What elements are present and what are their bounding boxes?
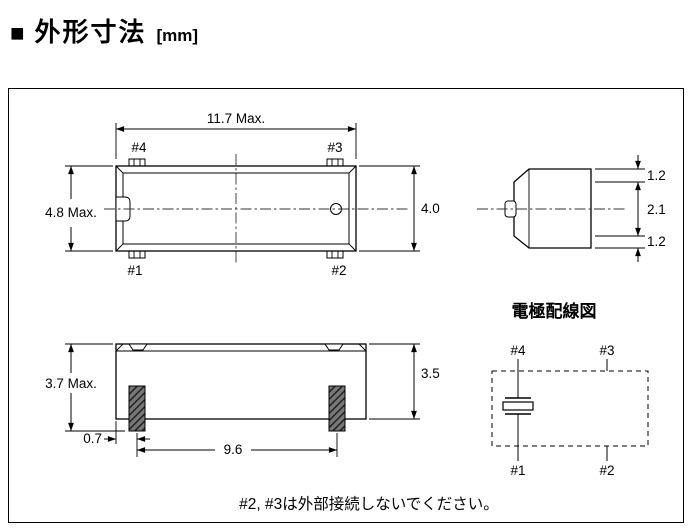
wiring-pin4-label: #4 (510, 343, 526, 358)
side-view-body-height-label: 3.5 (421, 366, 440, 381)
side-view: 3.7 Max. 3.5 0.7 9.6 (45, 343, 440, 457)
end-view-top-dim-label: 1.2 (647, 168, 666, 183)
top-view-height-label: 4.8 Max. (45, 205, 97, 220)
side-view-lead-right (328, 385, 346, 432)
top-view-left-notch (115, 196, 131, 222)
title-text: 外形寸法 (34, 17, 147, 47)
footnote: #2, #3は外部接続しないでください。 (239, 495, 499, 513)
wiring-crystal-branch (502, 359, 534, 461)
top-view-width-label: 11.7 Max. (207, 111, 265, 126)
side-view-lead-offset-dimension: 0.7 (83, 421, 150, 457)
top-view-corner-bevels (115, 165, 357, 252)
top-view-width-dimension: 11.7 Max. (115, 111, 357, 159)
top-view-pin1-label: #1 (127, 263, 142, 278)
end-view-height-dimensions: 1.2 2.1 1.2 (595, 155, 666, 262)
section-bullet-icon: ■ (10, 20, 25, 47)
top-view-pin4-label: #4 (131, 140, 147, 155)
top-view-pin2-label: #2 (331, 263, 346, 278)
end-view-bottom-dim-label: 1.2 (647, 234, 666, 249)
top-view-centerlines (104, 154, 409, 264)
wiring-pin3-label: #3 (599, 343, 614, 358)
side-view-lead-offset-label: 0.7 (83, 431, 102, 446)
crystal-symbol (502, 401, 534, 411)
end-view-body-outline (513, 168, 592, 249)
wiring-diagram-title: 電極配線図 (512, 301, 597, 321)
top-view-depth-dimension: 4.0 (359, 165, 440, 252)
side-view-height-label: 3.7 Max. (45, 376, 97, 391)
side-view-body-outline (115, 343, 367, 420)
wiring-pin2-label: #2 (599, 463, 614, 478)
side-view-lead-left (128, 385, 146, 432)
wiring-pin1-label: #1 (510, 463, 525, 478)
side-view-body-height-dimension: 3.5 (369, 343, 440, 420)
top-view-pin3-label: #3 (327, 140, 342, 155)
wiring-package-boundary (491, 370, 649, 447)
top-view: 11.7 Max. 4.8 Max. 4.0 #4 #3 #1 #2 (45, 111, 440, 278)
dimension-drawing: 11.7 Max. 4.8 Max. 4.0 #4 #3 #1 #2 (45, 111, 666, 513)
top-view-depth-label: 4.0 (421, 201, 440, 216)
side-view-lead-pitch-dimension: 9.6 (137, 433, 338, 457)
side-view-lid-tab-left (128, 343, 148, 351)
side-view-lead-pitch-label: 9.6 (224, 442, 243, 457)
end-view-middle-dim-label: 2.1 (647, 202, 666, 217)
page-title: ■ 外形寸法 [mm] (10, 12, 198, 49)
side-view-lid-tab-right (324, 343, 344, 351)
title-unit: [mm] (156, 26, 199, 45)
end-view: 1.2 2.1 1.2 (477, 155, 666, 262)
dimension-drawing-frame: 11.7 Max. 4.8 Max. 4.0 #4 #3 #1 #2 (8, 88, 684, 523)
top-view-height-dimension: 4.8 Max. (45, 165, 113, 252)
wiring-diagram: 電極配線図 #4 #3 #1 #2 (491, 301, 649, 478)
side-view-height-dimension: 3.7 Max. (45, 343, 125, 432)
